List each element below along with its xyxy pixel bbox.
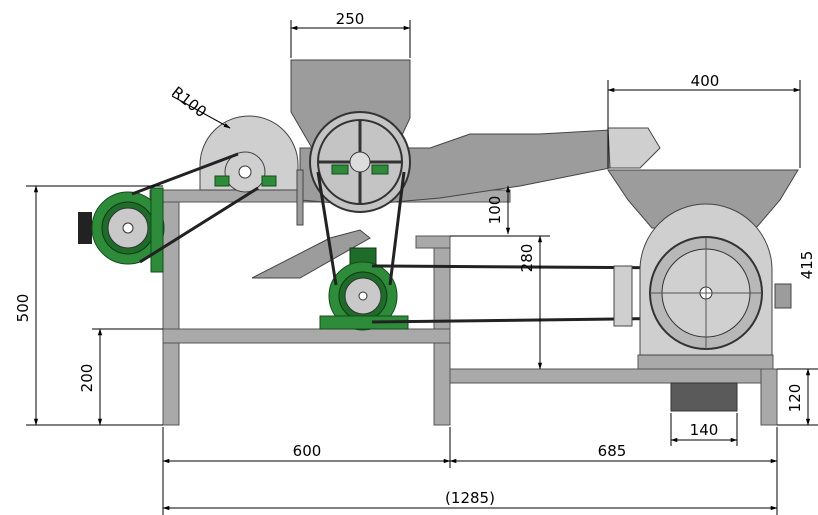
dim-chute-offset: 100 (486, 196, 504, 225)
hammer-mill (607, 169, 799, 356)
left-motor (78, 187, 165, 273)
dim-frame-height: 500 (14, 294, 32, 323)
right-frame (449, 354, 778, 426)
dim-mill-height: 415 (798, 251, 816, 280)
cutter-drum (199, 115, 304, 226)
dim-hopper-width: 250 (336, 10, 365, 28)
outlet-chute (670, 382, 738, 412)
dim-mill-hopper-width: 400 (691, 72, 720, 90)
center-motor (319, 247, 409, 331)
dim-outlet-width: 140 (690, 421, 719, 439)
dim-right-span: 685 (598, 442, 627, 460)
left-frame (149, 189, 511, 426)
dim-left-span: 600 (293, 442, 322, 460)
dim-lower-rail: 200 (78, 364, 96, 393)
dim-motor-drop: 280 (518, 244, 536, 273)
dim-total-length: (1285) (445, 489, 495, 507)
main-pulley (309, 111, 411, 213)
dimension-lines (26, 20, 818, 515)
dim-cutter-radius: R100 (168, 83, 210, 121)
dim-base-height: 120 (786, 384, 804, 413)
